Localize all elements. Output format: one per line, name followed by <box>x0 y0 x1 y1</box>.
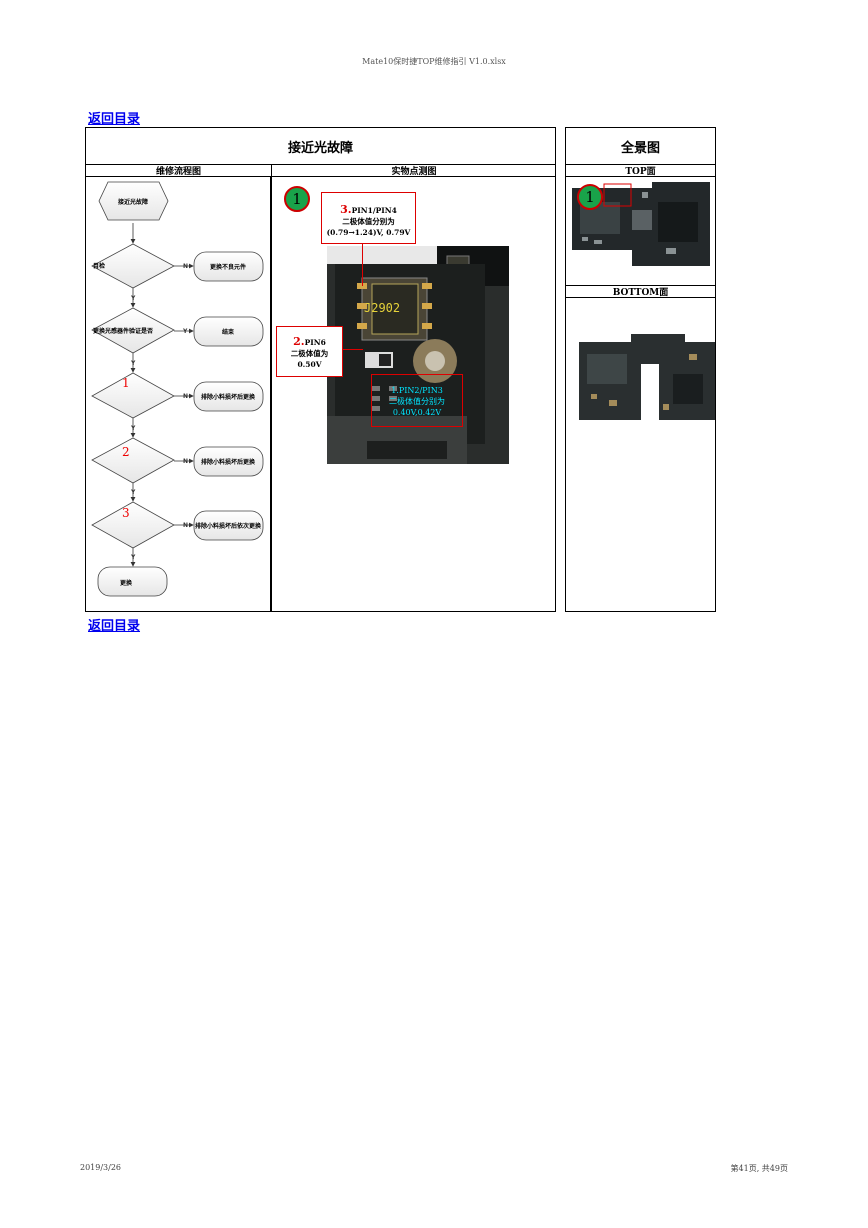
flow-column-header: 维修流程图 <box>86 164 271 177</box>
callout-line-2 <box>343 349 363 350</box>
bottom-side-label: BOTTOM面 <box>566 286 715 298</box>
svg-text:Y: Y <box>130 295 136 302</box>
svg-text:N: N <box>183 458 188 465</box>
footer-date: 2019/3/26 <box>80 1163 122 1172</box>
measure-column-header: 实物点测图 <box>271 164 556 177</box>
back-to-index-link-bottom[interactable]: 返回目录 <box>88 619 141 634</box>
callout-pin6: 2.PIN6 二极体值为 0.50V <box>276 326 343 377</box>
top-side-label: TOP面 <box>566 164 715 177</box>
callout-pin2-pin3: 1.PIN2/PIN3 二极体值分别为 0.40V,0.42V <box>371 374 463 427</box>
flow-d1-no-text: 排除小料损坏后更换 <box>201 393 256 401</box>
flow-end-text: 更换 <box>120 579 133 587</box>
pcb-closeup-photo <box>327 246 509 464</box>
overview-title: 全景图 <box>566 128 715 165</box>
file-header: Mate10保时捷TOP维修指引 V1.0.xlsx <box>362 57 506 66</box>
flow-decision-1-number: 1 <box>122 376 130 390</box>
svg-text:N: N <box>183 522 188 529</box>
callout-line-3 <box>362 236 363 286</box>
flow-decision-2-number: 2 <box>122 445 130 459</box>
connector-label: J2902 <box>364 301 401 315</box>
back-to-index-link[interactable]: 返回目录 <box>88 112 141 127</box>
overview-table <box>565 127 716 612</box>
svg-text:N: N <box>183 393 188 400</box>
measure-marker-1: 1 <box>284 186 310 212</box>
svg-text:Y: Y <box>130 554 136 561</box>
svg-text:Y: Y <box>182 328 188 335</box>
flow-step1-no-text: 更换不良元件 <box>210 263 246 271</box>
flow-start-text: 接近光故障 <box>117 198 148 206</box>
svg-text:Y: Y <box>130 360 136 367</box>
overview-marker-1: 1 <box>577 184 603 210</box>
svg-text:Y: Y <box>130 425 136 432</box>
top-board-photo <box>572 182 710 266</box>
bottom-board-photo <box>579 334 715 420</box>
main-table <box>85 127 556 612</box>
flow-start-shape <box>98 181 169 221</box>
flow-d3-no-text: 排除小料损坏后依次更换 <box>195 522 262 530</box>
flow-step2-text: 更换光感器件验证是否 <box>93 327 153 335</box>
flow-decision-3-number: 3 <box>122 506 130 520</box>
main-title: 接近光故障 <box>86 128 555 165</box>
flow-step1-text: 目检 <box>93 262 105 270</box>
flow-d2-no-text: 排除小料损坏后更换 <box>201 458 256 466</box>
column-divider <box>270 176 272 611</box>
footer-page-number: 第41页, 共49页 <box>730 1164 788 1173</box>
flow-step2-yes-text: 结束 <box>222 328 235 336</box>
svg-text:N: N <box>183 263 188 270</box>
svg-text:Y: Y <box>130 489 136 496</box>
callout-pin1-pin4: 3.PIN1/PIN4 二极体值分别为 (0.79→1.24)V, 0.79V <box>321 192 416 244</box>
repair-flowchart: 接近光故障 目检 更换光感器件验证是否 1 2 3 更换不良元件 结束 排除小料… <box>91 181 264 597</box>
